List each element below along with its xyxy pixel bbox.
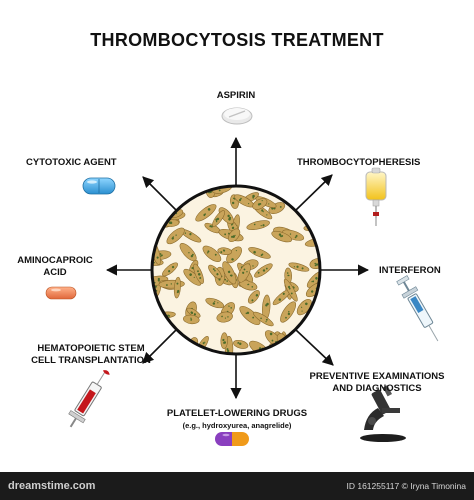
label-interferon: INTERFERON — [379, 265, 441, 276]
label-hsct-line2: CELL TRANSPLANTATION — [31, 355, 151, 366]
platelet-cell — [152, 316, 162, 335]
platelet-cell — [208, 264, 222, 279]
platelet-cell — [217, 247, 232, 255]
platelet-cell — [253, 311, 274, 327]
label-hsct: HEMATOPOIETIC STEM CELL TRANSPLANTATION — [26, 343, 156, 367]
platelet-cell — [202, 245, 222, 262]
footer-logo: dreamstime.com — [8, 480, 96, 492]
platelet-cell — [292, 338, 310, 353]
syringe-icon — [396, 275, 439, 342]
platelet-cell — [212, 210, 226, 227]
platelet-cell — [271, 230, 293, 243]
label-thrombocytopheresis: THROMBOCYTOPHERESIS — [297, 157, 421, 168]
platelet-cell — [288, 262, 310, 272]
label-platelet-lowering: PLATELET-LOWERING DRUGS (e.g., hydroxyur… — [157, 408, 317, 432]
microscope-icon — [360, 385, 406, 442]
orange-pill-icon — [45, 286, 77, 300]
platelet-cell — [216, 311, 233, 323]
platelet-cell — [222, 261, 237, 285]
platelet-cell — [237, 263, 251, 283]
platelet-cell — [283, 278, 298, 302]
label-aminocaproic-line1: AMINOCAPROIC — [17, 255, 93, 266]
platelet-cell — [301, 207, 320, 216]
arrow-thrombocytopheresis — [295, 174, 333, 211]
platelet-cell — [193, 263, 204, 284]
platelet-cell — [280, 301, 297, 323]
arrow-hsct — [142, 329, 177, 364]
platelet-cell — [205, 297, 224, 309]
label-preventive-line2: AND DIAGNOSTICS — [332, 383, 422, 394]
platelet-cell — [246, 220, 270, 230]
footer-meta: ID 161255117 © Iryna Timonina — [346, 481, 466, 491]
iv-bag-icon — [365, 167, 387, 226]
diagram-graphics — [45, 107, 439, 446]
capsule-icon — [215, 432, 249, 446]
platelet-cell — [195, 204, 217, 222]
platelet-cell — [247, 290, 260, 304]
platelet-cell — [252, 198, 268, 210]
arrow-cytotoxic — [142, 176, 177, 211]
platelet-cell — [239, 305, 261, 326]
footer-bar: dreamstime.com ID 161255117 © Iryna Timo… — [0, 472, 474, 500]
blue-pill-icon — [82, 177, 116, 195]
platelet-cell — [228, 228, 241, 243]
platelet-cell — [173, 276, 181, 299]
platelet-cell — [220, 332, 228, 349]
label-preventive-line1: PREVENTIVE EXAMINATIONS — [309, 371, 445, 382]
label-cytotoxic-agent: CYTOTOXIC AGENT — [26, 157, 117, 168]
aspirin-tablet-icon — [221, 107, 253, 125]
platelet-cell — [152, 211, 165, 223]
label-aminocaproic-acid: AMINOCAPROIC ACID — [16, 255, 94, 279]
platelet-cell — [248, 247, 271, 259]
platelet-cell — [173, 342, 185, 354]
label-preventive: PREVENTIVE EXAMINATIONS AND DIAGNOSTICS — [297, 371, 457, 395]
platelet-cluster — [150, 184, 322, 356]
platelet-cell — [301, 186, 309, 197]
platelet-cell — [168, 186, 192, 194]
platelet-cell — [152, 188, 171, 206]
label-platelet-line2: (e.g., hydroxyurea, anagrelide) — [182, 421, 292, 430]
arrow-preventive — [295, 329, 334, 366]
platelet-cell — [166, 227, 185, 245]
label-platelet-line1: PLATELET-LOWERING DRUGS — [166, 408, 308, 419]
platelet-cell — [303, 186, 320, 193]
blood-syringe-icon — [68, 370, 110, 428]
platelet-cell — [176, 186, 184, 201]
platelet-cell — [254, 263, 273, 278]
platelet-cell — [162, 262, 178, 277]
arrows — [105, 136, 370, 400]
diagram-title: THROMBOCYTOSIS TREATMENT — [90, 30, 384, 50]
platelet-cell — [233, 339, 249, 349]
platelet-cell — [186, 307, 201, 318]
label-aminocaproic-line2: ACID — [43, 267, 67, 278]
platelet-cell — [306, 186, 320, 195]
label-hsct-line1: HEMATOPOIETIC STEM — [37, 343, 145, 354]
platelet-cell — [183, 314, 200, 325]
label-aspirin: ASPIRIN — [216, 90, 256, 101]
platelet-cell — [309, 258, 320, 270]
